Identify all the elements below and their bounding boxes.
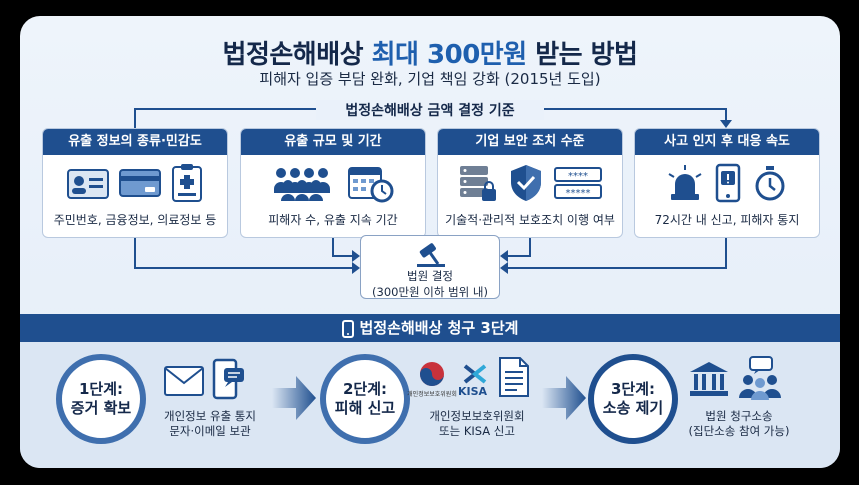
gavel-icon [417,243,445,267]
page-subtitle: 피해자 입증 부담 완화, 기업 책임 강화 (2015년 도입) [259,70,601,88]
factor-header: 유출 정보의 종류·민감도 [43,129,227,155]
medical-record-icon [172,164,202,202]
pipc-logo [420,362,444,386]
step-1-circle: 1단계:증거 확보 [56,354,146,444]
courthouse-icon [690,362,728,396]
step-arrow-1 [272,376,316,420]
factor-data-sensitivity: 유출 정보의 종류·민감도 주민번호, 금융정보, 의료정보 등 [42,128,228,238]
svg-text:*****: ***** [566,188,591,199]
step-arrow-2 [542,376,586,420]
title-highlight: 최대 300만원 [371,40,528,70]
factor-header: 사고 인지 후 대응 속도 [635,129,819,155]
factor-desc: 주민번호, 금융정보, 의료정보 등 [53,213,217,227]
shield-icon [511,165,541,201]
kisa-logo-text: KISA [458,385,488,398]
factor-desc: 기술적·관리적 보호조치 이행 여부 [445,213,615,227]
step-3-desc: 법원 청구소송(집단소송 참여 가능) [688,409,790,438]
id-card-icon [67,169,109,199]
page-title: 법정손해배상 최대 300만원 받는 방법 [222,40,638,70]
factor-desc: 피해자 수, 유출 지속 기간 [268,213,398,227]
stopwatch-icon [755,166,785,201]
kisa-logo-mark [463,364,487,384]
phone-message-icon [212,358,244,400]
flow-connectors [134,108,732,274]
court-range: (300만원 이하 범위 내) [372,285,488,299]
step-2-circle: 2단계:피해 신고 [320,354,410,444]
infographic-card: 법정손해배상 최대 300만원 받는 방법 피해자 입증 부담 완화, 기업 책… [20,16,840,468]
server-lock-icon [460,166,496,201]
phone-icon [341,319,354,338]
court-title: 법원 결정 [407,269,453,283]
pipc-logo-text: 개인정보보호위원회 [407,391,457,398]
factor-header: 기업 보안 조치 수준 [438,129,622,155]
criteria-label: 법정손해배상 금액 결정 기준 [316,100,544,120]
factor-desc: 72시간 내 신고, 피해자 통지 [654,213,800,227]
calendar-clock-icon [348,167,394,203]
password-icon: ********* [554,167,602,199]
credit-card-icon [119,169,161,197]
phone-alert-icon [715,163,741,203]
crowd-icon [274,168,330,201]
factor-security-level: 기업 보안 조치 수준 ********* 기술적·관리적 보호조치 이행 여부 [437,128,623,238]
process-header: 법정손해배상 청구 3단계 [20,314,840,342]
factor-scale-duration: 유출 규모 및 기간 피해자 수, 유출 지속 기간 [240,128,426,238]
mail-icon [164,366,204,396]
group-chat-icon [739,356,781,400]
factor-response-speed: 사고 인지 후 대응 속도 72시간 내 신고, 피해자 통지 [634,128,820,238]
svg-text:****: **** [568,171,588,182]
step-3-circle: 3단계:소송 제기 [588,354,678,444]
factor-header: 유출 규모 및 기간 [241,129,425,155]
alarm-icon [668,165,702,200]
document-icon [499,357,529,397]
court-decision-box: 법원 결정 (300만원 이하 범위 내) [360,235,500,299]
